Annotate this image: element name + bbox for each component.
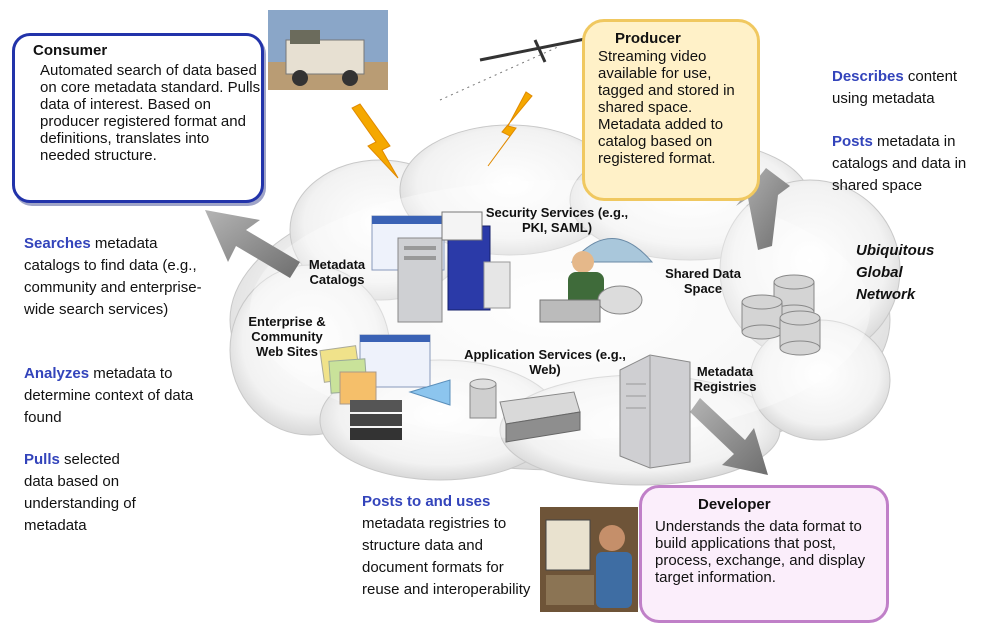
security-services-label: Security Services (e.g., PKI, SAML) — [485, 205, 629, 235]
application-services-icon — [469, 378, 581, 443]
metadata-catalogs-icon — [371, 211, 511, 323]
describes-note: Describes content using metadata — [832, 66, 982, 110]
producer-title: Producer — [615, 30, 681, 47]
uav-drone-icon — [439, 36, 591, 101]
posts-text: metadata in catalogs and data in shared … — [832, 133, 967, 194]
posts-uses-note: Posts to and uses metadata registries to… — [362, 491, 538, 601]
analyzes-note: Analyzes metadata to determine context o… — [24, 363, 214, 429]
analyzes-text: metadata to determine context of data fo… — [24, 365, 194, 426]
developer-body: Understands the data format to build app… — [655, 518, 866, 586]
describes-keyword: Describes — [832, 68, 904, 85]
lightning-right-icon — [487, 91, 533, 167]
posts-keyword: Posts — [832, 133, 873, 150]
network-label: Ubiquitous Global Network — [856, 242, 935, 303]
consumer-title: Consumer — [33, 42, 108, 59]
developer-arrow — [690, 398, 768, 475]
pulls-note: Pulls selected data based on understandi… — [24, 449, 149, 537]
lightning-left-icon — [351, 103, 399, 179]
metadata-registries-label: Metadata Registries — [693, 364, 757, 394]
developer-photo — [540, 507, 638, 612]
producer-arrow — [736, 168, 790, 250]
developer-box: Developer Understands the data format to… — [639, 485, 889, 623]
posts-uses-text: metadata registries to structure data an… — [362, 515, 531, 598]
searches-keyword: Searches — [24, 235, 91, 252]
metadata-registries-icon — [619, 354, 691, 469]
application-services-label: Application Services (e.g., Web) — [464, 347, 626, 377]
security-services-icon — [539, 238, 654, 323]
pulls-keyword: Pulls — [24, 451, 60, 468]
producer-body: Streaming video available for use, tagge… — [598, 48, 735, 167]
consumer-body: Automated search of data based on core m… — [40, 62, 261, 164]
pulls-text: selected data based on understanding of … — [24, 451, 136, 534]
describes-text: content using metadata — [832, 68, 958, 107]
developer-title: Developer — [698, 496, 771, 513]
consumer-arrow — [205, 210, 300, 278]
consumer-box: Consumer Automated search of data based … — [12, 33, 264, 203]
posts-uses-keyword: Posts to and uses — [362, 493, 491, 510]
analyzes-keyword: Analyzes — [24, 365, 90, 382]
shared-data-space-icon — [741, 274, 821, 356]
metadata-catalogs-label: Metadata Catalogs — [308, 257, 366, 287]
vehicle-photo — [268, 10, 388, 90]
searches-text: metadata catalogs to find data (e.g., co… — [24, 235, 202, 318]
posts-note: Posts metadata in catalogs and data in s… — [832, 131, 982, 197]
shared-data-space-label: Shared Data Space — [665, 266, 741, 296]
enterprise-sites-label: Enterprise & Community Web Sites — [248, 314, 326, 359]
producer-box: Producer Streaming video available for u… — [582, 19, 760, 201]
enterprise-web-sites-icon — [319, 334, 451, 440]
searches-note: Searches metadata catalogs to find data … — [24, 233, 214, 321]
